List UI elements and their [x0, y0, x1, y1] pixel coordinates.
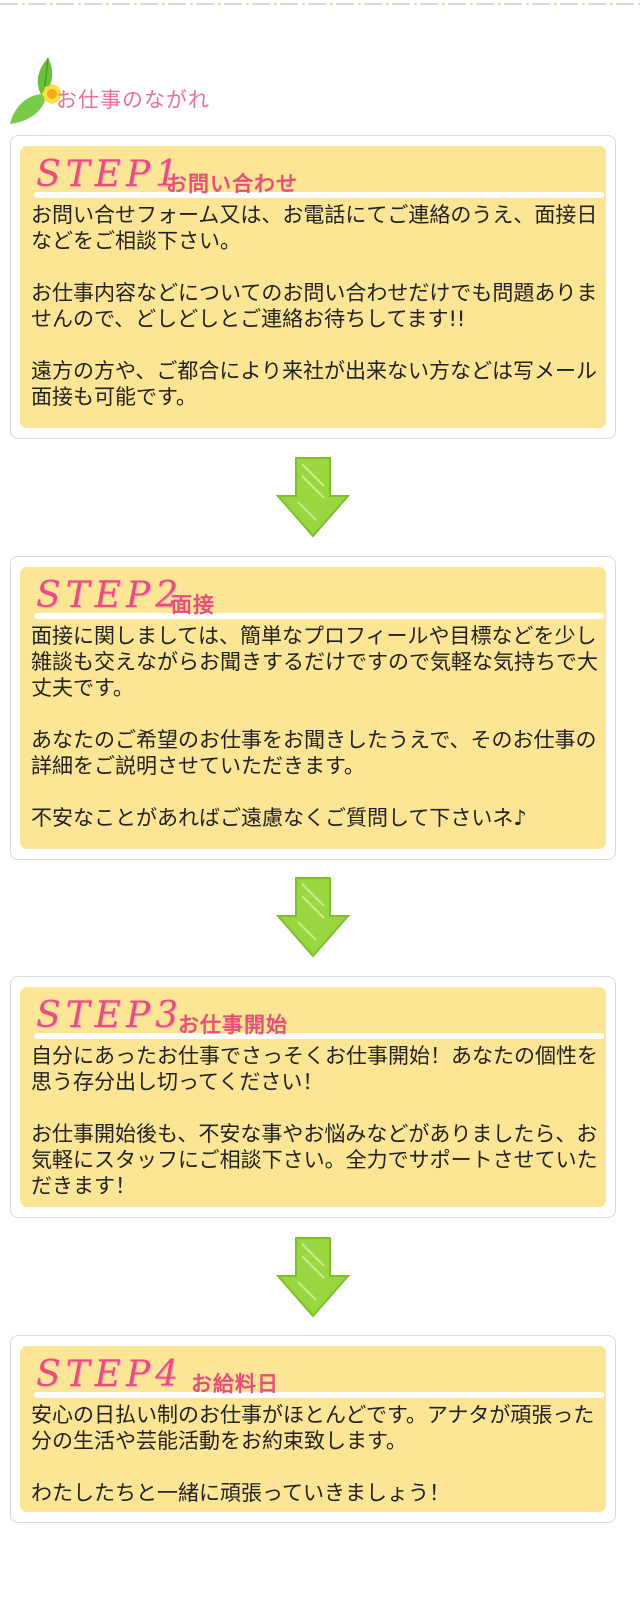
leaf-flower-icon: [10, 57, 62, 124]
step-1-body: お問い合せフォーム又は、お電話にてご連絡のうえ、面接日などをご相談下さい。 お仕…: [31, 202, 601, 410]
paragraph: 安心の日払い制のお仕事がほとんどです。アナタが頑張った分の生活や芸能活動をお約束…: [31, 1403, 595, 1453]
step-2-label: STEP2: [36, 575, 184, 616]
paragraph: 不安なことがあればご遠慮なくご質問して下さいネ♪: [31, 806, 527, 830]
heading-underline: [34, 613, 604, 619]
step-4-heading: STEP4 お給料日: [26, 1352, 606, 1400]
paragraph: お仕事内容などについてのお問い合わせだけでも問題ありませんので、どしどしとご連絡…: [31, 281, 598, 331]
top-dotted-border: [0, 0, 640, 8]
step-3-heading: STEP3 お仕事開始: [26, 993, 606, 1041]
step-2-body: 面接に関しましては、簡単なプロフィールや目標などを少し雑談も交えながらお聞きする…: [31, 623, 601, 831]
paragraph: お問い合せフォーム又は、お電話にてご連絡のうえ、面接日などをご相談下さい。: [31, 203, 598, 253]
paragraph: 遠方の方や、ご都合により来社が出来ない方などは写メール面接も可能です。: [31, 359, 597, 409]
step-1-label: STEP1: [36, 154, 184, 195]
paragraph: 自分にあったお仕事でさっそくお仕事開始！あなたの個性を思う存分出し切ってください…: [31, 1044, 598, 1094]
paragraph: あなたのご希望のお仕事をお聞きしたうえで、そのお仕事の詳細をご説明させていただき…: [31, 728, 597, 778]
down-arrow-icon: [276, 457, 350, 538]
paragraph: 面接に関しましては、簡単なプロフィールや目標などを少し雑談も交えながらお聞きする…: [31, 624, 598, 700]
step-2-title: 面接: [171, 593, 215, 617]
step-2-box: STEP2 面接 面接に関しましては、簡単なプロフィールや目標などを少し雑談も交…: [10, 556, 616, 860]
step-4-body: 安心の日払い制のお仕事がほとんどです。アナタが頑張った分の生活や芸能活動をお約束…: [31, 1402, 601, 1506]
step-3-title: お仕事開始: [178, 1013, 288, 1037]
down-arrow-icon: [276, 1237, 350, 1318]
step-4-box: STEP4 お給料日 安心の日払い制のお仕事がほとんどです。アナタが頑張った分の…: [10, 1335, 616, 1523]
section-header: お仕事のながれ: [8, 54, 308, 128]
down-arrow-icon: [276, 877, 350, 958]
step-1-title: お問い合わせ: [166, 172, 298, 196]
heading-underline: [34, 1033, 604, 1039]
step-4-label: STEP4: [36, 1354, 184, 1395]
step-3-panel: STEP3 お仕事開始 自分にあったお仕事でさっそくお仕事開始！あなたの個性を思…: [20, 987, 606, 1207]
page-title: お仕事のながれ: [56, 88, 210, 112]
step-1-panel: STEP1 お問い合わせ お問い合せフォーム又は、お電話にてご連絡のうえ、面接日…: [20, 146, 606, 428]
paragraph: お仕事開始後も、不安な事やお悩みなどがありましたら、お気軽にスタッフにご相談下さ…: [31, 1122, 598, 1198]
step-3-label: STEP3: [36, 995, 184, 1036]
paragraph: わたしたちと一緒に頑張っていきましょう！: [31, 1481, 450, 1505]
heading-underline: [34, 1392, 604, 1398]
step-4-title: お給料日: [191, 1372, 279, 1396]
step-1-box: STEP1 お問い合わせ お問い合せフォーム又は、お電話にてご連絡のうえ、面接日…: [10, 135, 616, 439]
step-3-body: 自分にあったお仕事でさっそくお仕事開始！あなたの個性を思う存分出し切ってください…: [31, 1043, 601, 1199]
step-2-heading: STEP2 面接: [26, 573, 606, 621]
step-4-panel: STEP4 お給料日 安心の日払い制のお仕事がほとんどです。アナタが頑張った分の…: [20, 1346, 606, 1512]
step-3-box: STEP3 お仕事開始 自分にあったお仕事でさっそくお仕事開始！あなたの個性を思…: [10, 976, 616, 1218]
step-2-panel: STEP2 面接 面接に関しましては、簡単なプロフィールや目標などを少し雑談も交…: [20, 567, 606, 849]
step-1-heading: STEP1 お問い合わせ: [26, 152, 606, 200]
heading-underline: [34, 192, 604, 198]
